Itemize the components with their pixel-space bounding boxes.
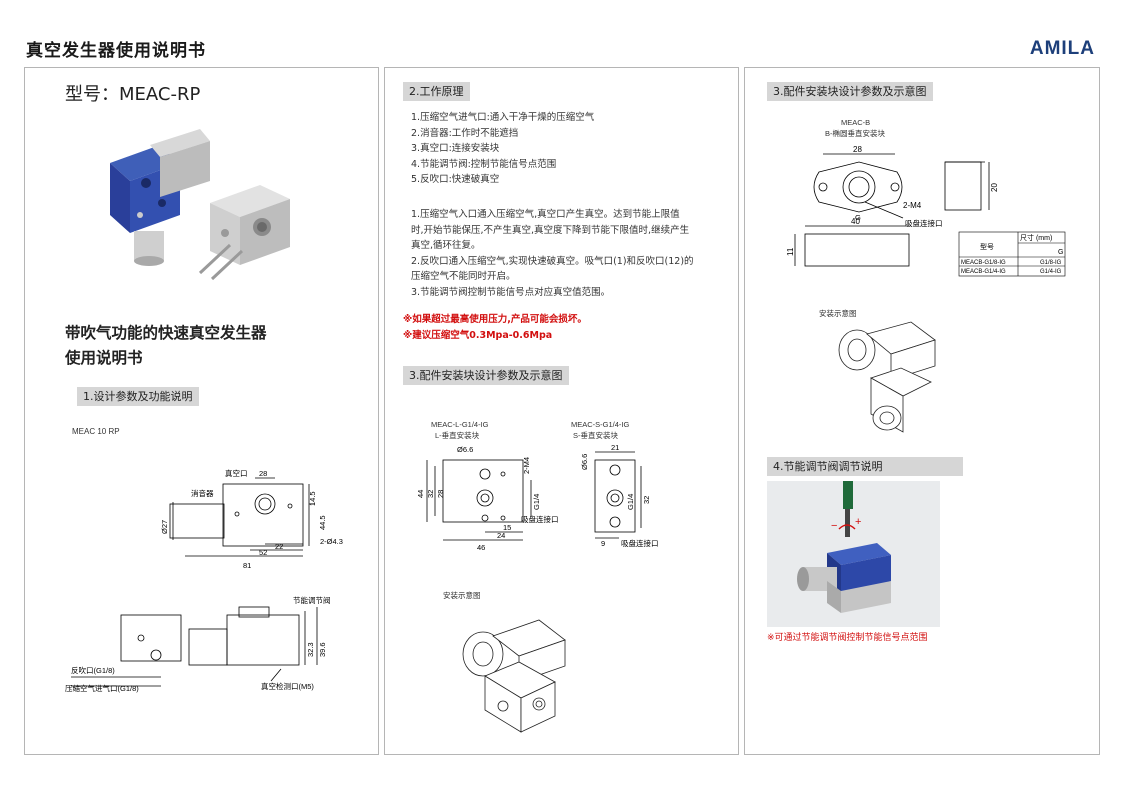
principle-item: 4.节能调节阀:控制节能信号点范围 xyxy=(411,158,557,170)
dim-throttle: 节能调节阀 xyxy=(293,595,331,605)
para-line: 压缩空气不能同时开启。 xyxy=(411,271,516,282)
dim-w28: 28 xyxy=(259,469,267,478)
para-line: 真空,循环往复。 xyxy=(411,240,481,251)
para-line: 3.节能调节阀控制节能信号点对应真空值范围。 xyxy=(411,286,611,298)
para-line: 时,开始节能保压,不产生真空,真空度下降到节能下限值时,继续产生 xyxy=(411,224,690,236)
block-s-d: Ø6.6 xyxy=(580,454,589,470)
install-caption-b: 安装示意图 xyxy=(819,309,857,318)
product-subtitle-line1: 带吹气功能的快速真空发生器 xyxy=(65,324,267,342)
block-b-name: B-椭圆垂直安装块 xyxy=(825,129,885,138)
throttle-adjust-photo: + − xyxy=(767,481,940,627)
table-col-g: G xyxy=(1058,249,1063,256)
block-l-g: G1/4 xyxy=(532,494,541,510)
product-photo xyxy=(110,129,290,281)
panel-accessory: 3.配件安装块设计参数及示意图 MEAC-B B-椭圆垂直安装块 28 G 2-… xyxy=(744,67,1100,755)
dim-h44-5: 44.5 xyxy=(318,515,327,530)
block-s-g: G1/4 xyxy=(626,494,635,510)
section-title-design: 1.设计参数及功能说明 xyxy=(77,387,199,406)
principle-paragraph: 1.压缩空气入口通入压缩空气,真空口产生真空。达到节能上限值 时,开始节能保压,… xyxy=(411,207,694,300)
block-l-h32: 32 xyxy=(426,490,435,498)
table-cell: MEACB-G1/8-IG xyxy=(961,260,1006,266)
block-l-d: Ø6.6 xyxy=(457,445,473,454)
brand-logo: AMILA xyxy=(1029,38,1095,59)
page-header-title: 真空发生器使用说明书 xyxy=(26,41,206,61)
section-title-principle: 2.工作原理 xyxy=(403,82,470,101)
principle-item: 2.消音器:工作时不能遮挡 xyxy=(411,127,519,139)
block-b-code: MEAC-B xyxy=(841,118,871,127)
para-line: 1.压缩空气入口通入压缩空气,真空口产生真空。达到节能上限值 xyxy=(411,209,680,220)
table-col-model: 型号 xyxy=(980,242,994,251)
dim-h32-3: 32.3 xyxy=(306,642,315,657)
block-b-w40: 40 xyxy=(851,217,860,226)
dim-h39-6: 39.6 xyxy=(318,642,327,657)
block-b-suck: 吸盘连接口 xyxy=(905,218,943,228)
block-l-w46: 46 xyxy=(477,543,485,552)
block-s-suck: 吸盘连接口 xyxy=(621,538,659,548)
block-l-suck: 吸盘连接口 xyxy=(521,514,559,524)
table-cell: G1/8-IG xyxy=(1040,260,1062,266)
model-label: 型号：MEAC-RP xyxy=(65,84,201,105)
block-b-drawing: 28 G 2-M4 20 40 11 吸盘连接口 xyxy=(786,145,999,267)
block-l-w15: 15 xyxy=(503,523,511,532)
throttle-note: ※可通过节能调节阀控制节能信号点范围 xyxy=(767,633,928,643)
block-l-name: L-垂直安装块 xyxy=(435,431,480,440)
block-l-code: MEAC-L-G1/4-IG xyxy=(431,420,489,429)
block-s-code: MEAC-S-G1/4-IG xyxy=(571,420,630,429)
section-title-accessory: 3.配件安装块设计参数及示意图 xyxy=(403,366,569,385)
minus-symbol: − xyxy=(831,520,837,532)
dim-w81: 81 xyxy=(243,561,251,570)
dim-w52: 52 xyxy=(259,548,267,557)
panel-overview: 型号：MEAC-RP 带吹气功能的快速真空发生器 使用说明书 1.设计参数及功能… xyxy=(24,67,379,755)
principle-item: 1.压缩空气进气口:通入干净干燥的压缩空气 xyxy=(411,112,595,123)
panel-principle: 2.工作原理 1.压缩空气进气口:通入干净干燥的压缩空气 2.消音器:工作时不能… xyxy=(384,67,739,755)
table-col-size: 尺寸 (mm) xyxy=(1020,233,1052,242)
block-b-h20: 20 xyxy=(990,183,999,192)
product-subtitle-line2: 使用说明书 xyxy=(65,349,143,367)
section-title-throttle: 4.节能调节阀调节说明 xyxy=(767,457,963,476)
section-title-accessory-b: 3.配件安装块设计参数及示意图 xyxy=(767,82,933,101)
dim-holes: 2-Ø4.3 xyxy=(320,537,343,546)
dim-vacuum-port: 真空口 xyxy=(225,468,248,478)
block-l-w24: 24 xyxy=(497,531,505,540)
dimension-drawing-main: 真空口 28 消音器 Ø27 14.5 44.5 2-Ø4.3 22 52 81 xyxy=(160,468,343,570)
dim-air-in: 压缩空气进气口(G1/8) xyxy=(65,683,139,693)
dim-blow-port: 反吹口(G1/8) xyxy=(71,665,115,675)
principle-item: 5.反吹口:快速破真空 xyxy=(411,174,500,185)
install-diagram xyxy=(462,619,566,733)
dim-w22: 22 xyxy=(275,542,283,551)
table-cell: MEACB-G1/4-IG xyxy=(961,269,1006,275)
para-line: 2.反吹口通入压缩空气,实现快速破真空。吸气口(1)和反吹口(12)的 xyxy=(411,255,694,267)
dim-d27: Ø27 xyxy=(160,520,169,534)
block-b-g: G xyxy=(855,213,861,222)
block-l-h28: 28 xyxy=(436,490,445,498)
dimension-drawing-side: 节能调节阀 32.3 39.6 反吹口(G1/8) 压缩空气进气口(G1/8) … xyxy=(65,595,331,693)
block-l-h44: 44 xyxy=(416,490,425,498)
plus-symbol: + xyxy=(855,516,861,528)
install-diagram-b xyxy=(838,321,936,433)
block-b-h11: 11 xyxy=(786,247,795,256)
size-table: 型号 尺寸 (mm) G MEACB-G1/8-IG G1/8-IG MEACB… xyxy=(958,231,1066,277)
principle-list: 1.压缩空气进气口:通入干净干燥的压缩空气 2.消音器:工作时不能遮挡 3.真空… xyxy=(411,110,594,188)
block-l-drawing: Ø6.6 2-M4 44 32 28 G1/4 15 24 46 吸盘连接口 xyxy=(416,445,559,552)
warning-pressure: ※如果超过最高使用压力,产品可能会损坏。 xyxy=(403,314,587,325)
block-b-m: 2-M4 xyxy=(903,201,922,210)
block-l-m: 2-M4 xyxy=(522,457,531,474)
model-code: MEAC 10 RP xyxy=(72,427,120,436)
dim-silencer: 消音器 xyxy=(191,488,214,498)
dim-vac-detect: 真空检测口(M5) xyxy=(261,681,314,691)
block-s-name: S-垂直安装块 xyxy=(573,431,618,440)
principle-item: 3.真空口:连接安装块 xyxy=(411,143,500,154)
warning-recommend: ※建议压缩空气0.3Mpa-0.6Mpa xyxy=(403,330,553,341)
table-cell: G1/4-IG xyxy=(1040,269,1062,275)
block-s-drawing: Ø6.6 21 G1/4 32 9 吸盘连接口 xyxy=(580,443,659,548)
block-s-h32: 32 xyxy=(642,496,651,504)
install-caption: 安装示意图 xyxy=(443,591,481,600)
block-b-w28: 28 xyxy=(853,145,862,154)
block-s-w9: 9 xyxy=(601,539,605,548)
dim-h14-5: 14.5 xyxy=(308,491,317,506)
block-s-w21: 21 xyxy=(611,443,619,452)
